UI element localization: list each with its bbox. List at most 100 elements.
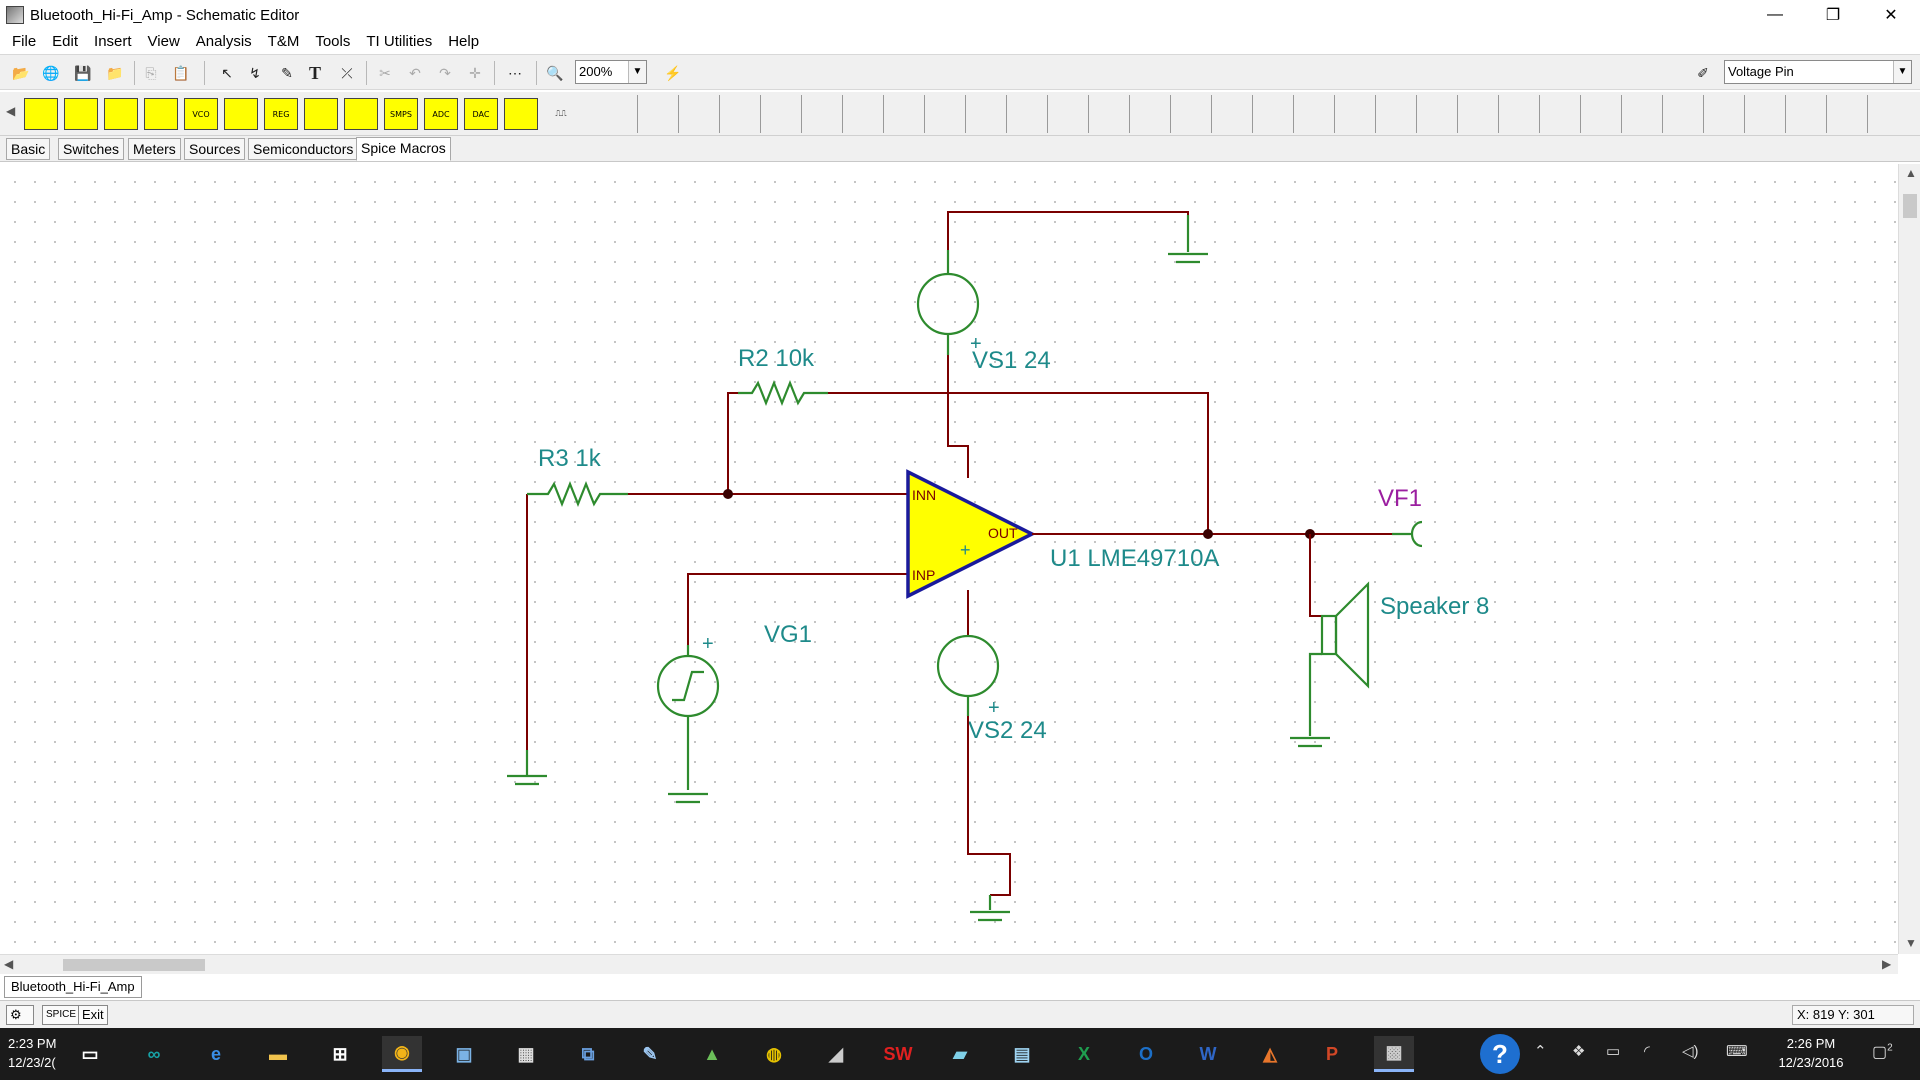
document-tab[interactable]: Bluetooth_Hi-Fi_Amp [4, 976, 142, 998]
menu-file[interactable]: File [12, 32, 37, 50]
solidworks-icon[interactable]: SW [883, 1043, 913, 1064]
globe-icon[interactable]: ◍ [766, 1043, 782, 1064]
palette-slot[interactable] [1830, 95, 1868, 133]
save-icon[interactable]: 💾 [74, 64, 92, 81]
tab-sources[interactable]: Sources [184, 138, 246, 160]
palette-slot[interactable] [682, 95, 720, 133]
palette-slot[interactable] [1215, 95, 1253, 133]
opamp-component-icon[interactable] [24, 98, 58, 130]
excel-icon[interactable]: X [1077, 1043, 1090, 1064]
select-arrow-icon[interactable]: ↖ [221, 64, 233, 81]
text-tool-icon[interactable]: T [308, 62, 321, 83]
volume-icon[interactable]: ◁) [1682, 1043, 1699, 1060]
palette-slot[interactable] [1625, 95, 1663, 133]
menu-insert[interactable]: Insert [94, 32, 132, 50]
palette-slot[interactable] [1666, 95, 1704, 133]
tab-meters[interactable]: Meters [128, 138, 181, 160]
palette-slot[interactable] [928, 95, 966, 133]
tab-spice-macros[interactable]: Spice Macros [356, 137, 451, 161]
image-app-icon[interactable]: ▲ [703, 1043, 721, 1064]
cut-icon[interactable]: ✂ [379, 64, 391, 81]
comparator-component-icon[interactable] [64, 98, 98, 130]
delete-wire-icon[interactable]: ⤫ [341, 64, 353, 81]
regulator-component-icon[interactable]: REG [264, 98, 298, 130]
open-folder-icon[interactable]: 📂 [12, 64, 30, 81]
amplifier-component-icon[interactable] [224, 98, 258, 130]
zoom-select[interactable]: 200% ▼ [575, 60, 647, 84]
palette-slot[interactable] [1543, 95, 1581, 133]
chevron-up-icon[interactable]: ⌃ [1534, 1043, 1547, 1060]
palette-slot[interactable] [723, 95, 761, 133]
palette-slot[interactable] [1502, 95, 1540, 133]
taskbar-clock[interactable]: 2:26 PM 12/23/2016 [1766, 1034, 1856, 1072]
pencil-icon[interactable]: ✎ [281, 64, 293, 81]
grid-icon[interactable]: ⋯ [508, 64, 522, 81]
copy-icon[interactable]: ⎘ [145, 64, 157, 81]
menu-tools[interactable]: Tools [315, 32, 351, 50]
app-icon-2[interactable]: ▰ [953, 1043, 967, 1064]
chevron-down-icon[interactable]: ▼ [1893, 61, 1911, 83]
waveform-component-icon[interactable]: ⎍⎍ [544, 98, 578, 130]
powerpoint-icon[interactable]: P [1325, 1043, 1338, 1064]
outlook-icon[interactable]: O [1138, 1043, 1153, 1064]
open-icon[interactable]: 📁 [106, 64, 124, 81]
web-open-icon[interactable]: 🌐 [42, 64, 60, 81]
app-icon[interactable]: ▣ [455, 1043, 473, 1064]
palette-slot[interactable] [1707, 95, 1745, 133]
calculator-icon[interactable]: ▦ [517, 1043, 535, 1064]
restore-button[interactable]: ❐ [1825, 7, 1841, 24]
palette-slot[interactable] [969, 95, 1007, 133]
menu-tm[interactable]: T&M [267, 32, 300, 50]
redo-icon[interactable]: ↷ [439, 64, 451, 81]
reference-component-icon[interactable] [344, 98, 378, 130]
schematic-canvas[interactable]: + VS1 24 R2 10k R3 1k + VG1 [0, 164, 1898, 954]
palette-slot[interactable] [846, 95, 884, 133]
tab-switches[interactable]: Switches [58, 138, 125, 160]
matlab-icon[interactable]: ◭ [1263, 1043, 1277, 1064]
pin-tool-icon[interactable]: ✐ [1697, 64, 1709, 81]
menu-help[interactable]: Help [448, 32, 480, 50]
adc-component-icon[interactable]: ADC [424, 98, 458, 130]
u1-opamp-body[interactable] [906, 469, 1036, 599]
menu-view[interactable]: View [147, 32, 180, 50]
palette-slot[interactable] [1420, 95, 1458, 133]
palette-slot[interactable] [1338, 95, 1376, 133]
store-icon[interactable]: ⊞ [332, 1043, 348, 1064]
wire-tool-icon[interactable]: ↯ [249, 64, 261, 81]
task-view-icon[interactable]: ▭ [81, 1043, 99, 1064]
network-app-icon[interactable]: ⧉ [581, 1043, 595, 1064]
word-icon[interactable]: W [1199, 1043, 1217, 1064]
palette-slot[interactable] [1461, 95, 1499, 133]
menu-edit[interactable]: Edit [52, 32, 79, 50]
palette-slot[interactable] [1297, 95, 1335, 133]
chat-app-icon[interactable]: ▤ [1013, 1043, 1031, 1064]
close-button[interactable]: ✕ [1884, 7, 1898, 24]
exit-button[interactable]: Exit [78, 1005, 108, 1025]
dac-component-icon[interactable]: DAC [464, 98, 498, 130]
scroll-up-arrow-icon[interactable]: ▲ [1905, 166, 1917, 180]
palette-slot[interactable] [1789, 95, 1827, 133]
vco-component-icon[interactable]: VCO [184, 98, 218, 130]
scroll-down-arrow-icon[interactable]: ▼ [1905, 936, 1917, 950]
dropbox-icon[interactable]: ❖ [1572, 1043, 1586, 1060]
vertical-scrollbar[interactable]: ▲ ▼ [1898, 164, 1920, 954]
paste-icon[interactable]: 📋 [172, 64, 190, 81]
keyboard-icon[interactable]: ⌨ [1726, 1043, 1748, 1060]
ic-component-icon[interactable] [144, 98, 178, 130]
edge-icon[interactable]: e [210, 1043, 221, 1064]
scroll-left-arrow-icon[interactable]: ◀ [4, 957, 14, 971]
pin-type-select[interactable]: Voltage Pin ▼ [1724, 60, 1912, 84]
palette-slot[interactable] [1256, 95, 1294, 133]
arduino-icon[interactable]: ∞ [147, 1043, 161, 1064]
battery-icon[interactable]: ▭ [1606, 1043, 1621, 1060]
tab-basic[interactable]: Basic [6, 138, 51, 160]
palette-slot[interactable] [641, 95, 679, 133]
driver-component-icon[interactable] [304, 98, 338, 130]
app-icon[interactable] [6, 6, 24, 24]
palette-slot[interactable] [805, 95, 843, 133]
palette-slot[interactable] [1051, 95, 1089, 133]
add-node-icon[interactable]: ✛ [469, 64, 481, 81]
probe-tool-icon[interactable]: ⚡ [664, 64, 682, 81]
vertical-scroll-thumb[interactable] [1903, 194, 1917, 218]
palette-left-arrow-icon[interactable]: ◀ [6, 104, 16, 118]
